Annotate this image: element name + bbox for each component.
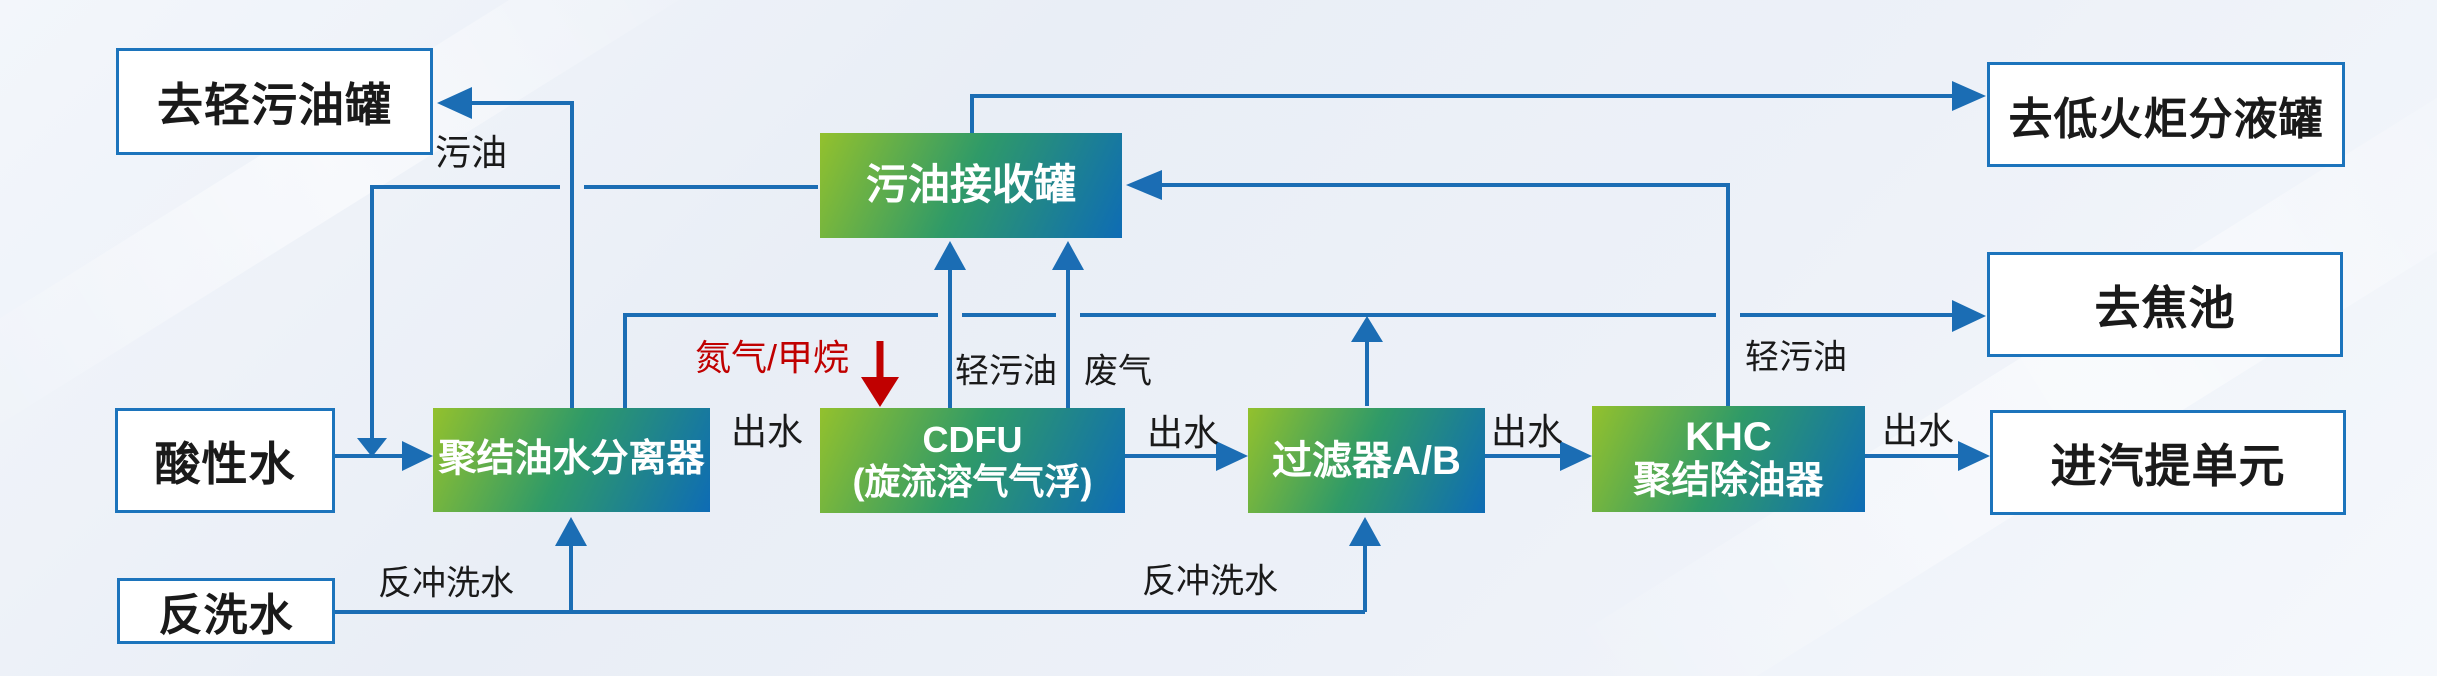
label-nitrogen-methane: 氮气/甲烷	[694, 337, 850, 378]
box-label-line1: KHC	[1685, 415, 1772, 460]
label-outlet-water-3: 出水	[1490, 411, 1564, 452]
box-to-stripping-unit: 进汽提单元	[1990, 410, 2346, 515]
box-label: 去焦池	[2094, 281, 2236, 334]
arrowhead-into-light-slop-tank	[437, 87, 472, 119]
arrowhead-light-oil-into-tank	[934, 241, 966, 270]
box-to-coke-pit: 去焦池	[1987, 252, 2343, 357]
box-label-line1: CDFU	[922, 419, 1023, 461]
box-slop-oil-receiving-tank: 污油接收罐	[820, 133, 1122, 238]
line-to-light-slop-tank	[472, 101, 574, 408]
arrowhead-backwash-into-separator	[555, 517, 587, 546]
arrowhead-into-coke-pit	[1952, 300, 1986, 332]
box-label: 酸性水	[154, 437, 296, 490]
arrowhead-recycle-down	[357, 438, 387, 457]
box-label: 进汽提单元	[2050, 439, 2286, 492]
label-off-gas: 废气	[1084, 352, 1152, 391]
label-outlet-water-4: 出水	[1881, 410, 1955, 451]
box-to-low-flare-knockout-drum: 去低火炬分液罐	[1987, 62, 2345, 167]
arrowhead-into-stripping	[1958, 441, 1990, 471]
box-label-line2: 聚结除油器	[1633, 460, 1824, 503]
line-slop-oil-recycle	[370, 185, 818, 438]
line-khc-light-oil	[1162, 183, 1730, 406]
line-to-flare-drum	[970, 94, 1952, 133]
box-cdfu: CDFU (旋流溶气气浮)	[820, 408, 1125, 513]
arrowhead-into-separator	[402, 441, 433, 471]
box-label: 聚结油水分离器	[438, 438, 705, 481]
line-to-coke-pit	[623, 313, 1952, 408]
arrowhead-into-flare-drum	[1952, 81, 1986, 111]
arrowhead-backwash-into-filter	[1349, 517, 1381, 546]
box-backwash-water: 反洗水	[117, 578, 335, 644]
box-to-light-slop-oil-tank: 去轻污油罐	[116, 48, 433, 155]
arrowhead-khc-oil-into-tank	[1126, 170, 1162, 200]
box-label: 过滤器A/B	[1272, 438, 1461, 483]
arrowhead-into-khc	[1560, 441, 1592, 471]
box-label: 反洗水	[158, 591, 294, 640]
label-backwash-2: 反冲洗水	[1142, 562, 1278, 601]
box-coalescing-oil-water-separator: 聚结油水分离器	[433, 408, 710, 512]
box-filter-ab: 过滤器A/B	[1248, 408, 1485, 513]
box-khc-coalescing-oil-remover: KHC 聚结除油器	[1592, 406, 1865, 512]
box-sour-water: 酸性水	[115, 408, 335, 513]
label-outlet-water-2: 出水	[1146, 412, 1220, 453]
arrowhead-offgas-into-tank	[1052, 241, 1084, 270]
nitrogen-methane-arrow	[861, 341, 899, 407]
box-label: 去低火炬分液罐	[2008, 94, 2324, 144]
arrowhead-into-filter	[1216, 441, 1248, 471]
label-slop-oil: 污油	[434, 132, 508, 173]
box-label: 去轻污油罐	[157, 78, 392, 131]
label-backwash-1: 反冲洗水	[378, 564, 514, 603]
label-outlet-water-1: 出水	[730, 411, 804, 452]
arrowhead-filter-riser-up	[1351, 316, 1383, 342]
box-label-line2: (旋流溶气气浮)	[852, 460, 1093, 502]
line-backwash	[335, 546, 1367, 614]
label-light-slop-oil-khc: 轻污油	[1745, 338, 1847, 377]
box-label: 污油接收罐	[865, 161, 1076, 209]
label-light-slop-oil-cdfu: 轻污油	[955, 352, 1057, 391]
